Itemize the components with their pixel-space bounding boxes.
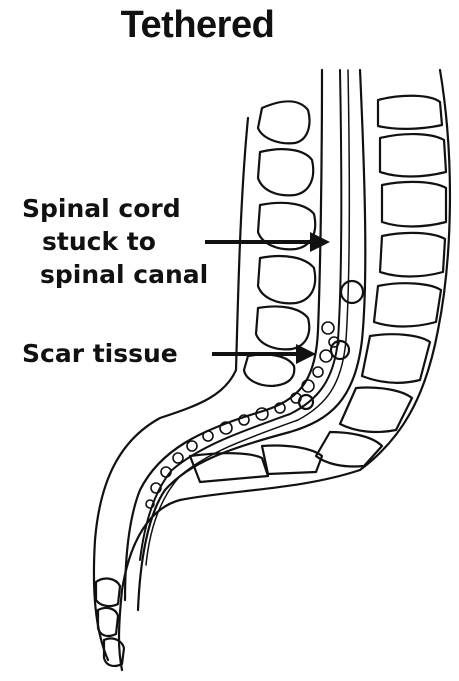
vertebral-body-1 [378, 96, 442, 129]
spinal-cord-label-line3: spinal canal [22, 258, 208, 291]
posterior-element-6 [244, 354, 294, 386]
spinal-cord-label: Spinal cord stuck to spinal canal [22, 192, 208, 291]
vertebral-body-4 [380, 233, 445, 277]
cyst-3 [299, 395, 313, 409]
vertebral-body-3 [382, 182, 446, 227]
vertebral-body-5 [374, 283, 441, 326]
vertebral-body-7 [340, 387, 412, 432]
coccyx-2 [98, 608, 118, 636]
sacral-segment-2 [262, 445, 322, 474]
posterior-element-2 [258, 149, 313, 195]
posterior-element-1 [258, 101, 309, 143]
cyst-1 [341, 281, 363, 303]
spinal-cord [140, 70, 341, 560]
spinal-cord-label-line2: stuck to [22, 225, 208, 258]
posterior-element-4 [258, 256, 315, 303]
sacral-segment-3 [190, 453, 268, 482]
arrow-scar [212, 344, 316, 364]
vertebral-body-6 [362, 334, 430, 383]
cyst-2 [331, 341, 349, 359]
scar-tissue-label: Scar tissue [22, 337, 178, 370]
vertebral-body-2 [380, 134, 446, 176]
diagram-title: Tethered [0, 4, 395, 47]
posterior-element-5 [256, 306, 309, 349]
anterior-outline [119, 70, 450, 670]
coccyx-1 [96, 579, 120, 607]
spinal-cord-label-line1: Spinal cord [22, 192, 208, 225]
arrow-cord [205, 232, 330, 252]
